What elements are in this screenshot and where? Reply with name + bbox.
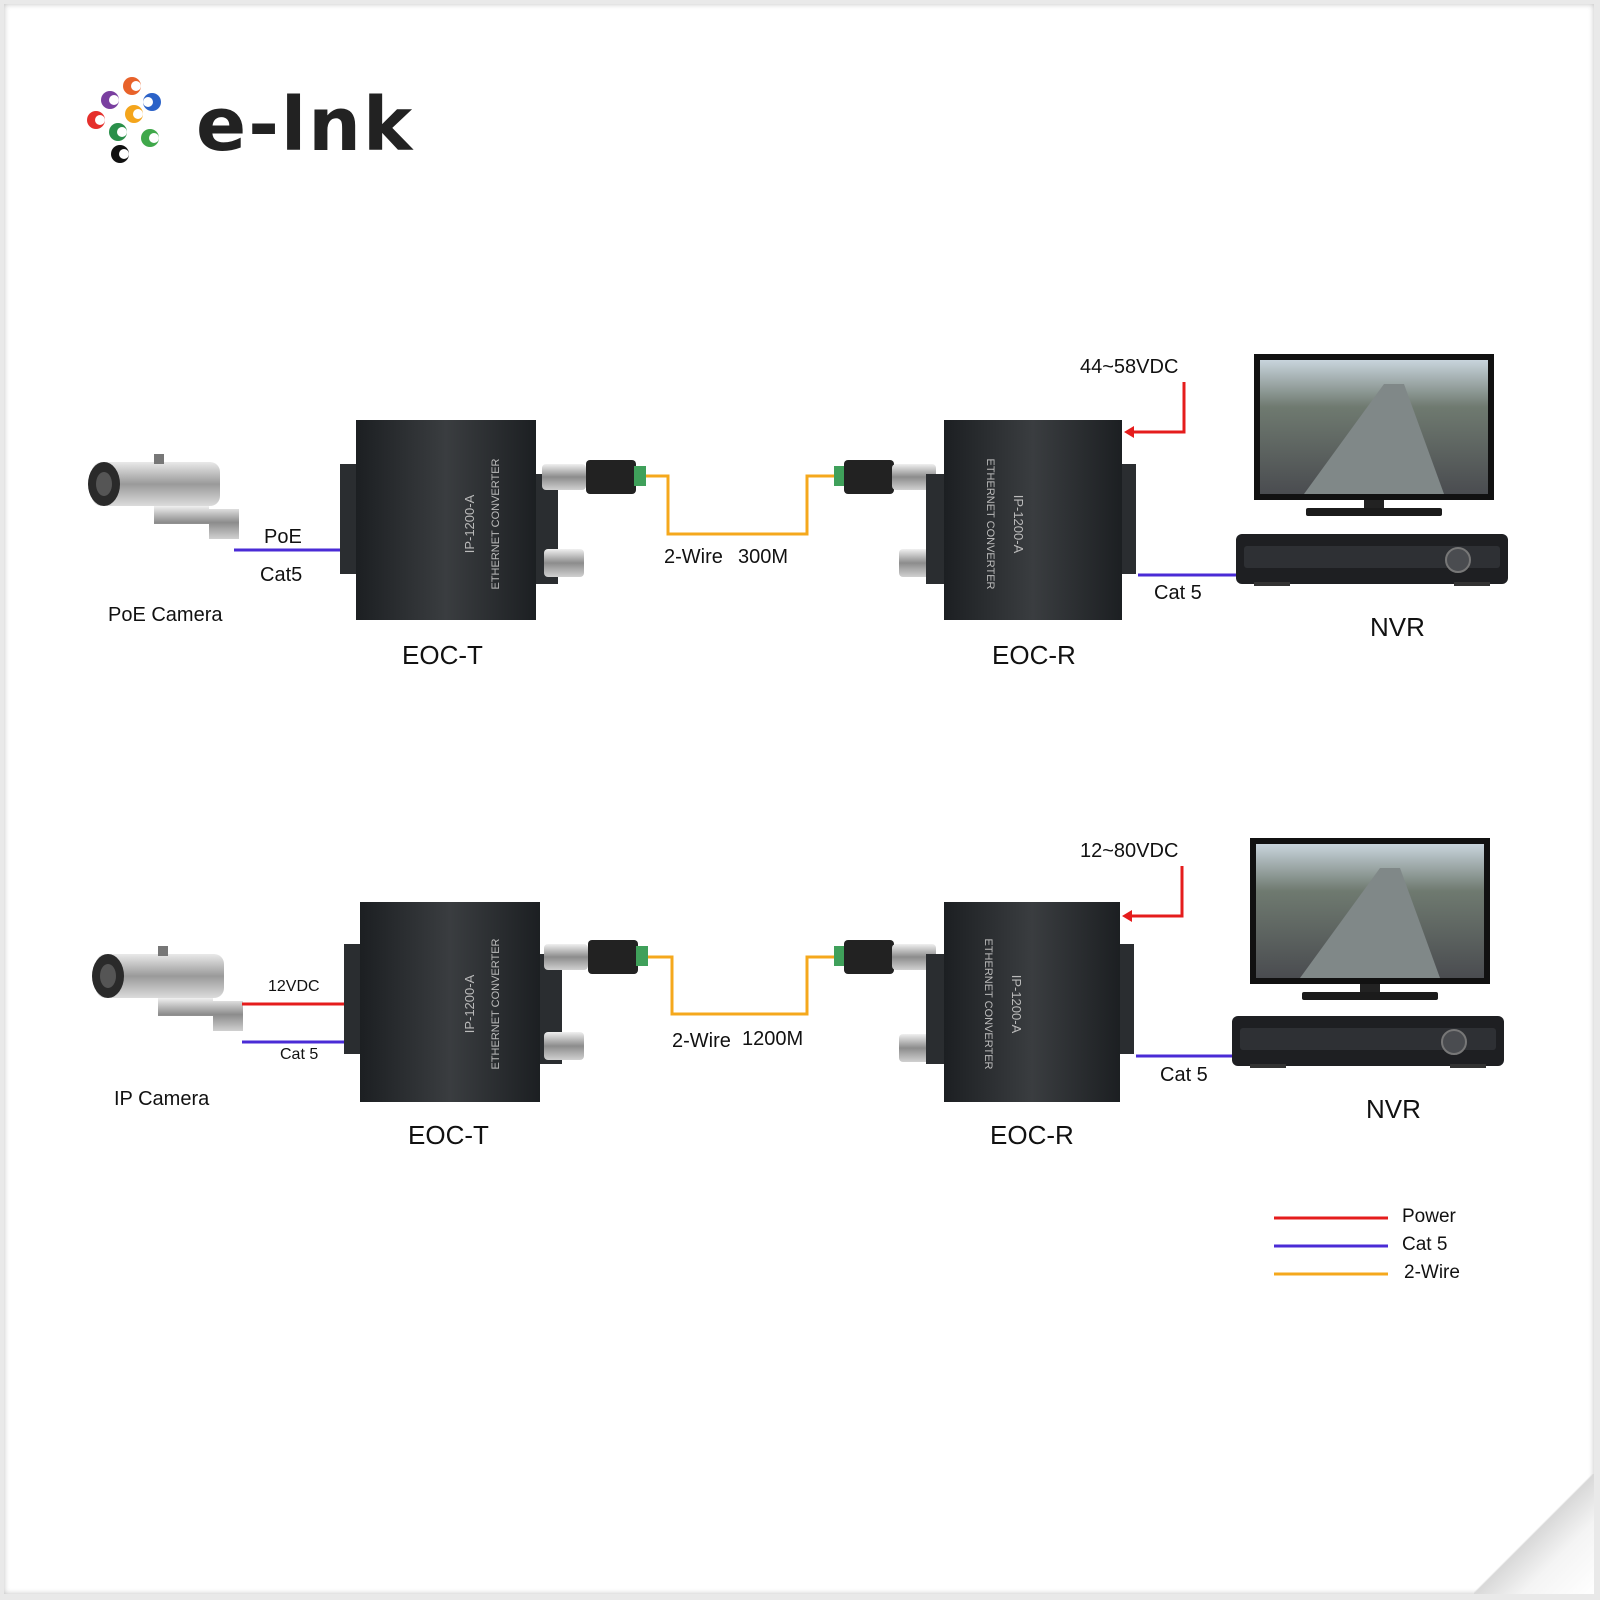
poe-link-label: PoE xyxy=(264,526,302,548)
two-wire-line xyxy=(648,955,834,1016)
monitor-icon xyxy=(1250,838,1490,1000)
device-model-text: IP-1200-A xyxy=(1011,495,1026,554)
monitor-icon xyxy=(1254,354,1494,516)
power-voltage-label: 12~80VDC xyxy=(1080,840,1179,862)
cat5-link-label: Cat 5 xyxy=(280,1046,319,1063)
nvr-link-label: Cat 5 xyxy=(1160,1064,1208,1086)
wire-type-label: 2-Wire xyxy=(664,546,723,568)
device-model-text: IP-1200-A xyxy=(462,974,477,1033)
eoc-t-device-icon: IP-1200-A ETHERNET CONVERTER xyxy=(340,420,646,620)
cat5-link-label: Cat5 xyxy=(260,564,303,586)
wire-distance-label: 1200M xyxy=(742,1028,804,1050)
legend-cat5-label: Cat 5 xyxy=(1402,1234,1448,1255)
camera-label: PoE Camera xyxy=(108,604,223,626)
power-voltage-label: 44~58VDC xyxy=(1080,356,1179,378)
transmitter-label: EOC-T xyxy=(402,640,483,670)
device-type-text: ETHERNET CONVERTER xyxy=(984,458,996,589)
nvr-label: NVR xyxy=(1366,1094,1421,1124)
power-line xyxy=(1128,866,1184,918)
connection-diagram: IP-1200-A ETHERNET CONVERTER IP-1200-A E… xyxy=(88,354,1508,1276)
brand-logo-icon xyxy=(87,77,161,163)
legend-power-label: Power xyxy=(1402,1206,1456,1227)
brand-name: e-lnk xyxy=(196,82,415,168)
receiver-label: EOC-R xyxy=(992,640,1076,670)
diagram-page: e-lnk xyxy=(4,4,1594,1594)
legend-two-wire-label: 2-Wire xyxy=(1404,1262,1460,1283)
eoc-r-device-icon: IP-1200-A ETHERNET CONVERTER xyxy=(834,420,1136,620)
camera-label: IP Camera xyxy=(114,1088,210,1110)
nvr-label: NVR xyxy=(1370,612,1425,642)
wire-type-label: 2-Wire xyxy=(672,1030,731,1052)
nvr-recorder-icon xyxy=(1232,1016,1504,1068)
device-type-text: ETHERNET CONVERTER xyxy=(490,938,502,1069)
power-arrow-icon xyxy=(1124,426,1134,438)
poe-camera-icon xyxy=(88,454,239,539)
receiver-label: EOC-R xyxy=(990,1120,1074,1150)
device-model-text: IP-1200-A xyxy=(462,494,477,553)
device-type-text: ETHERNET CONVERTER xyxy=(982,938,994,1069)
nvr-recorder-icon xyxy=(1236,534,1508,586)
two-wire-line xyxy=(646,474,834,536)
nvr-link-label: Cat 5 xyxy=(1154,582,1202,604)
eoc-t-device-icon: IP-1200-A ETHERNET CONVERTER xyxy=(344,902,648,1102)
power-link-label: 12VDC xyxy=(268,978,320,995)
eoc-r-device-icon: IP-1200-A ETHERNET CONVERTER xyxy=(834,902,1134,1102)
power-line xyxy=(1130,382,1186,434)
device-type-text: ETHERNET CONVERTER xyxy=(490,458,502,589)
device-model-text: IP-1200-A xyxy=(1009,975,1024,1034)
power-arrow-icon xyxy=(1122,910,1132,922)
wire-distance-label: 300M xyxy=(738,546,789,568)
transmitter-label: EOC-T xyxy=(408,1120,489,1150)
ip-camera-icon xyxy=(92,946,243,1031)
